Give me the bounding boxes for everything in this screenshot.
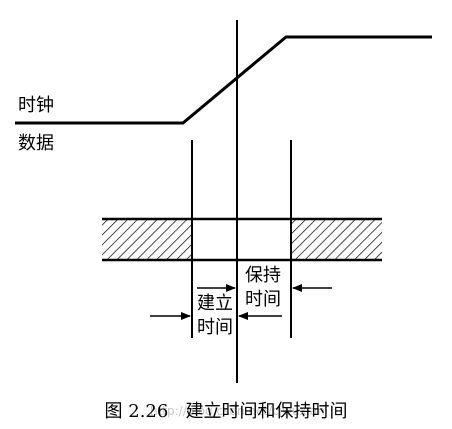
watermark: http://blog.csdn.net/cjwuxian [150,404,325,418]
clock-waveform [15,35,432,125]
clock-label: 时钟 [18,95,54,116]
setup-time-label-line1: 建立 [197,293,233,314]
hold-time-label-line2: 时间 [245,289,281,310]
setup-time-label-line2: 时间 [197,317,233,338]
data-label: 数据 [18,133,54,154]
data-invalid-region-left [102,219,192,260]
hold-time-label-line1: 保持 [245,265,281,286]
data-invalid-region-right [291,219,382,260]
figure-caption: 图 2.26 建立时间和保持时间 [105,401,348,422]
